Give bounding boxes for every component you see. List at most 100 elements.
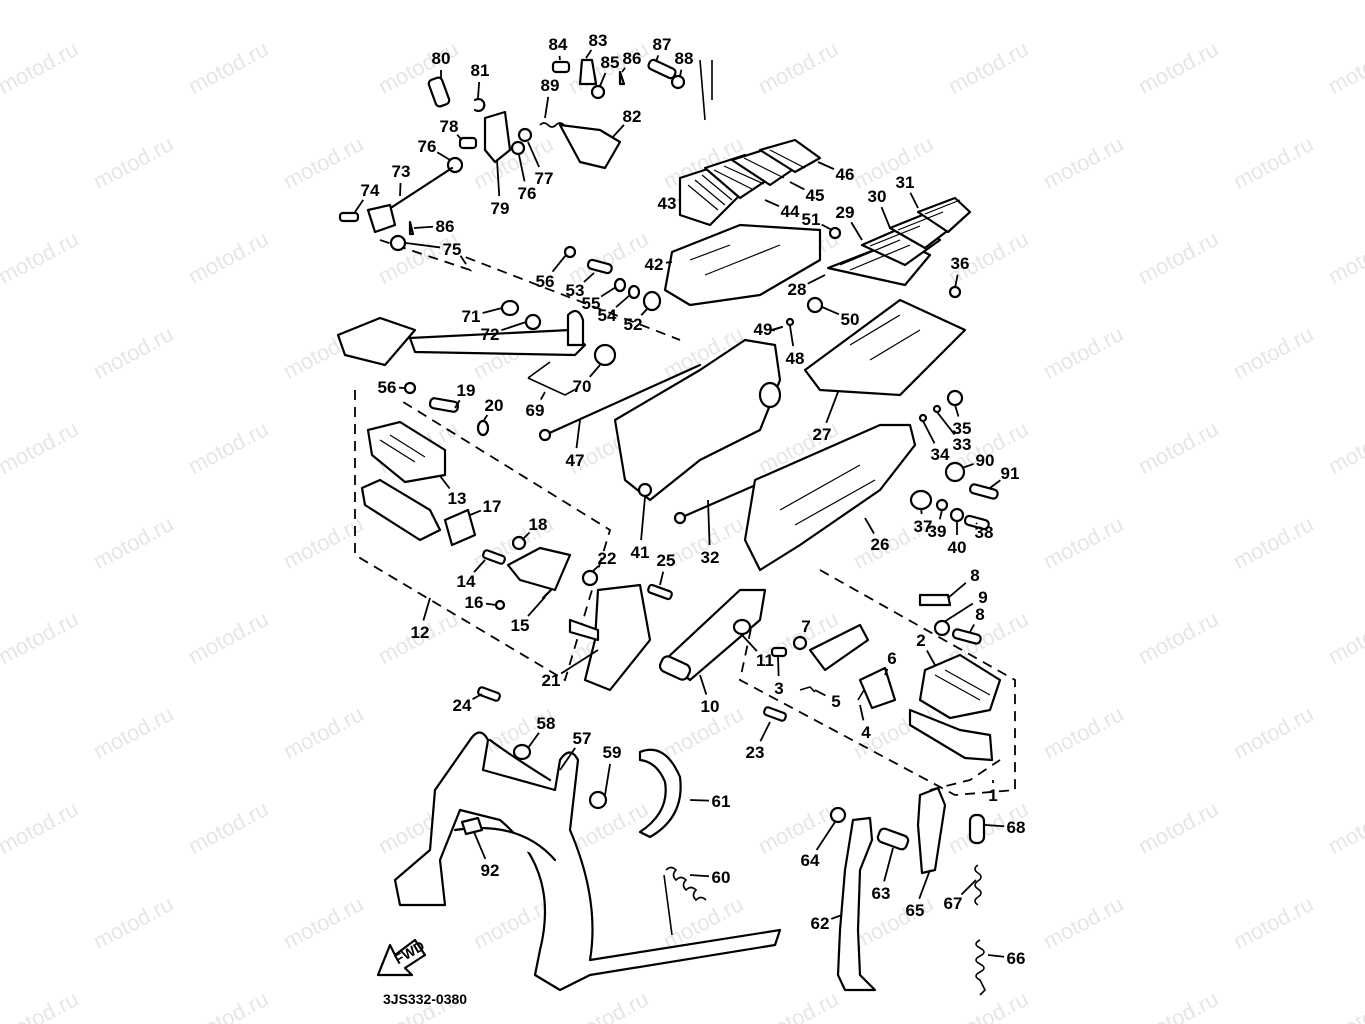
main-stand-57: [393, 731, 782, 992]
callout-label-13: 13: [448, 489, 467, 508]
callout-leader-86b: [413, 225, 434, 229]
callout-label-2: 2: [916, 631, 925, 650]
nut-88: [670, 74, 686, 90]
callout-leader-32: [707, 499, 711, 546]
collar-68: [968, 813, 986, 845]
callout-label-17: 17: [483, 497, 502, 516]
callout-label-42: 42: [645, 255, 664, 274]
callout-leader-23: [759, 721, 771, 742]
callout-leader-30: [880, 206, 891, 229]
rod-73: [378, 166, 454, 217]
callout-leader-52: [640, 307, 649, 316]
callout-label-14: 14: [457, 572, 476, 591]
bolt-25: [647, 583, 673, 601]
callout-label-83: 83: [589, 31, 608, 50]
callout-label-71: 71: [462, 307, 481, 326]
main-stand: [393, 731, 782, 992]
bolt-8a: [918, 593, 952, 607]
callout-label-56a: 56: [536, 272, 555, 291]
callout-label-49: 49: [754, 320, 773, 339]
callout-label-90: 90: [976, 451, 995, 470]
callout-label-66: 66: [1007, 949, 1026, 968]
drawing-code: 3JS332-0380: [383, 991, 467, 1007]
callout-leader-18: [521, 531, 531, 541]
callout-label-27: 27: [813, 425, 832, 444]
nut-35: [946, 389, 964, 407]
callout-label-51: 51: [802, 210, 821, 229]
bracket-41: [613, 338, 782, 502]
nut-59: [588, 790, 608, 810]
callout-leader-3: [777, 655, 780, 677]
bolt-8b: [951, 628, 982, 645]
callout-leader-74: [354, 199, 364, 213]
washer-75: [389, 234, 407, 252]
callout-leader-83: [585, 49, 593, 59]
callout-label-18: 18: [529, 515, 548, 534]
callout-label-46: 46: [836, 165, 855, 184]
callout-leader-48: [789, 325, 795, 347]
collar-11: [732, 618, 752, 636]
callout-label-81: 81: [471, 61, 490, 80]
callout-label-58: 58: [537, 714, 556, 733]
callout-leader-31: [909, 192, 919, 209]
callout-leader-84: [558, 55, 561, 61]
shift-linkage: [338, 58, 713, 252]
callout-leader-58: [527, 732, 540, 749]
clip-51: [828, 226, 842, 240]
callout-label-36: 36: [951, 254, 970, 273]
callout-label-50: 50: [841, 310, 860, 329]
washer-39: [935, 498, 949, 512]
callout-leader-77: [527, 141, 540, 168]
pedal-boss: [566, 309, 585, 347]
nut-56b: [403, 381, 417, 395]
callout-leader-81: [477, 81, 481, 99]
clip-16: [494, 599, 506, 611]
callout-leader-78: [456, 134, 463, 141]
pin-86b: [408, 220, 415, 236]
callout-leader-66: [987, 954, 1005, 958]
callout-leader-75: [405, 242, 441, 249]
callout-label-86b: 86: [436, 217, 455, 236]
left-footrest-assembly-boundary: [354, 390, 612, 682]
callout-label-53: 53: [566, 281, 585, 300]
callout-label-8b: 8: [975, 605, 984, 624]
callout-label-34: 34: [931, 445, 950, 464]
brake-pedal: [336, 299, 617, 396]
callout-leader-34: [922, 420, 936, 444]
callout-label-29: 29: [836, 203, 855, 222]
bushing-71: [500, 299, 520, 317]
callout-label-91: 91: [1001, 464, 1020, 483]
callout-leader-39: [938, 509, 943, 520]
callout-label-64: 64: [801, 851, 820, 870]
clip-5: [799, 686, 816, 693]
bolt-10: [658, 655, 692, 681]
callout-label-61: 61: [712, 792, 731, 811]
callout-label-23: 23: [746, 743, 765, 762]
callout-leader-11: [741, 634, 758, 652]
callout-leader-65: [918, 869, 931, 900]
collar-72: [524, 313, 542, 331]
rubber-31: [916, 196, 972, 234]
callout-leader-46: [817, 161, 835, 170]
left-footrest-assembly: [360, 381, 572, 611]
bolt-19: [428, 397, 460, 413]
washer-33: [932, 404, 942, 414]
nut-77: [517, 127, 533, 143]
callout-leader-59: [604, 763, 611, 796]
plate-6: [858, 666, 897, 710]
callout-label-24: 24: [453, 696, 472, 715]
center-bracket: [477, 569, 787, 722]
callout-leader-38: [975, 522, 978, 525]
pad-92: [460, 816, 484, 836]
spring-7: [792, 635, 808, 651]
callout-label-73: 73: [392, 162, 411, 181]
arm-79: [483, 110, 512, 164]
callout-label-84: 84: [549, 35, 568, 54]
callout-leader-72: [501, 321, 527, 332]
bracket-83: [578, 58, 598, 86]
callout-leader-8a: [947, 582, 967, 599]
callout-leader-16: [485, 602, 497, 606]
callout-leader-26: [864, 517, 875, 535]
callout-leader-35: [954, 404, 960, 417]
callout-leader-91: [989, 479, 1001, 489]
